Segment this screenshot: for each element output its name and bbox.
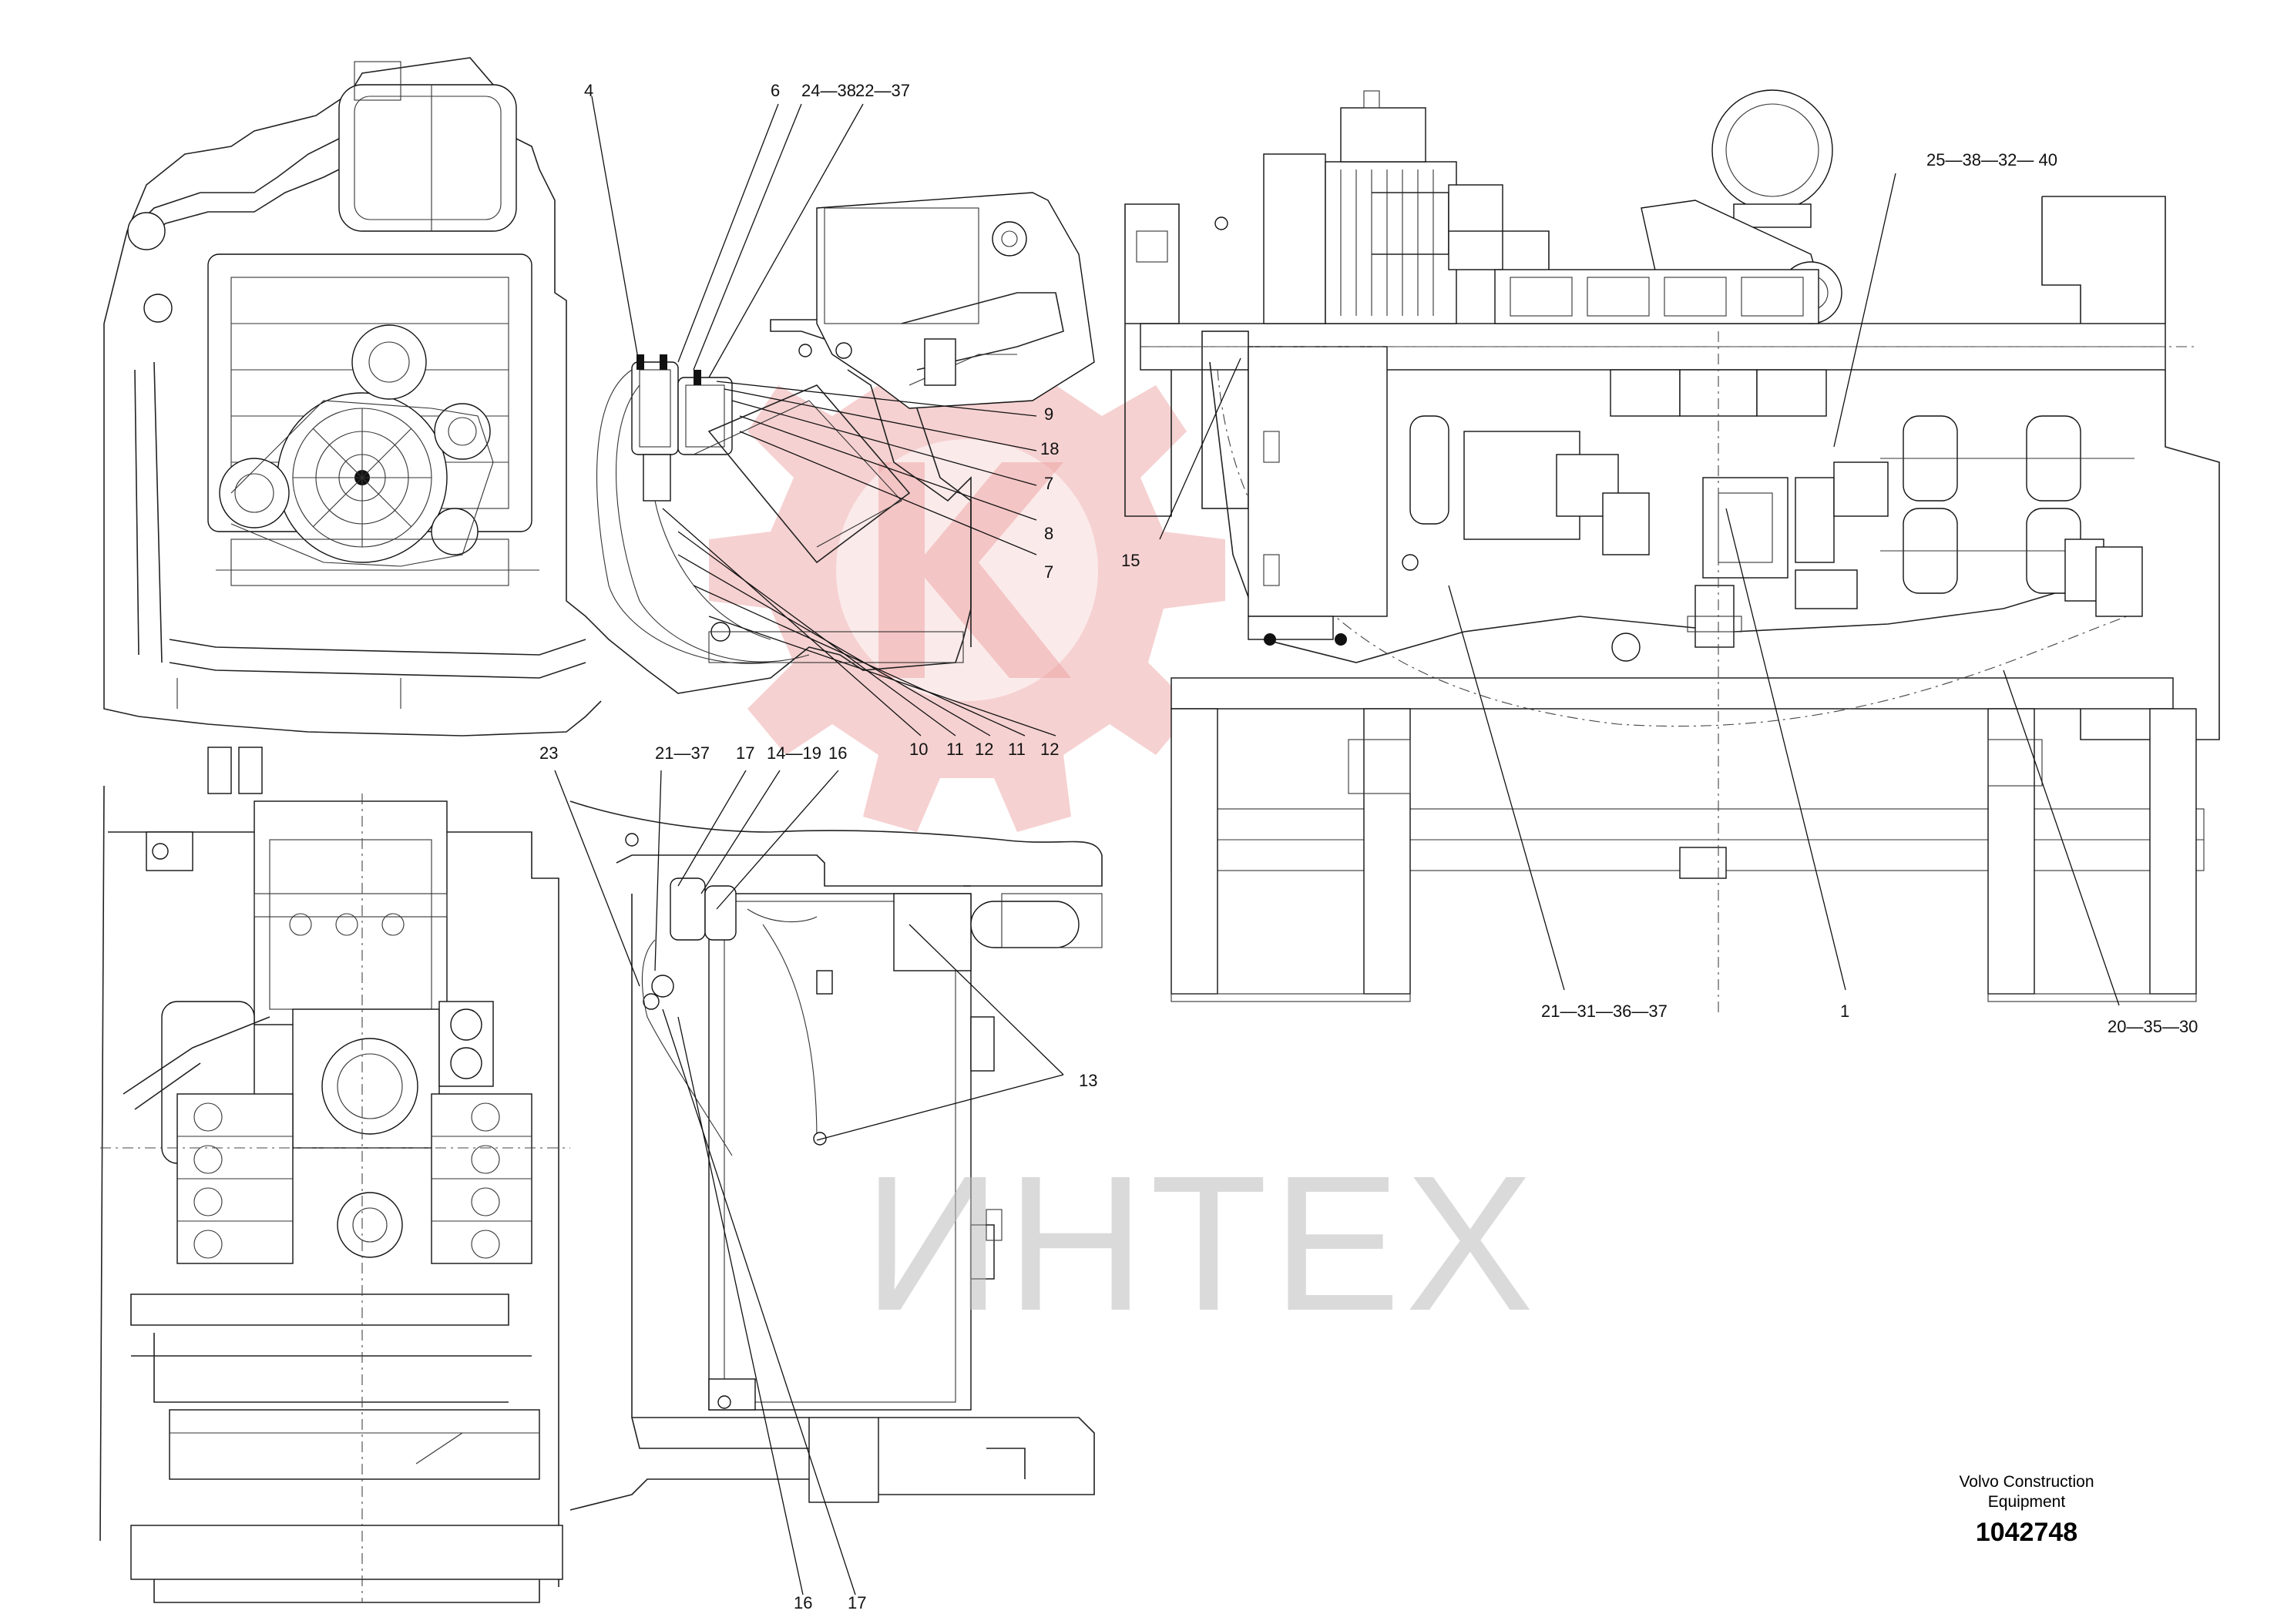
engine-top-view — [99, 747, 570, 1603]
callout-label: 17 — [848, 1593, 866, 1612]
callout-label: 10 — [909, 740, 928, 759]
title-block: Volvo Construction Equipment 1042748 — [1959, 1473, 2094, 1547]
callout-label: 11 — [1008, 740, 1026, 759]
callout-label: 4 — [584, 81, 593, 100]
callout-label: 1 — [1840, 1002, 1849, 1021]
frame-side-callouts: 25—38—32— 40 15 21—31—36—37 1 20—35—30 — [1121, 150, 2198, 1036]
callout-label: 9 — [1044, 404, 1053, 424]
callout-label: 8 — [1044, 524, 1053, 543]
callout-label: 15 — [1121, 551, 1140, 570]
drawing-number: 1042748 — [1976, 1518, 2077, 1547]
callout-label: 6 — [771, 81, 780, 100]
engine-side-callouts: 4 6 24—38 22—37 9 18 7 8 7 10 11 12 11 1… — [584, 81, 1059, 759]
callout-label: 24—38 — [801, 81, 856, 100]
callout-label: 16 — [794, 1593, 812, 1612]
callout-label: 16 — [828, 743, 847, 763]
filter-top-view — [569, 800, 1103, 1511]
watermark-text: ИНТЕХ — [863, 1136, 1538, 1351]
engine-side-view — [103, 57, 1095, 737]
filter-top-callouts: 23 21—37 17 14—19 16 13 16 17 — [539, 743, 1097, 1612]
callout-label: 11 — [946, 740, 964, 759]
callout-label: 21—37 — [655, 743, 710, 763]
callout-label: 7 — [1044, 562, 1053, 582]
callout-label: 20—35—30 — [2108, 1017, 2198, 1036]
callout-label: 13 — [1079, 1071, 1097, 1090]
callout-label: 23 — [539, 743, 558, 763]
callout-label: 25—38—32— 40 — [1926, 150, 2057, 169]
callout-label: 22—37 — [855, 81, 910, 100]
callout-label: 12 — [975, 740, 993, 759]
callout-label: 17 — [736, 743, 754, 763]
callout-label: 18 — [1040, 439, 1059, 458]
company-name-line2: Equipment — [1988, 1493, 2066, 1511]
callout-label: 12 — [1040, 740, 1059, 759]
company-name-line1: Volvo Construction — [1959, 1473, 2094, 1491]
callout-label: 14—19 — [767, 743, 821, 763]
watermark-logo-inner — [836, 439, 1098, 701]
cylinder-bank — [176, 1093, 532, 1264]
callout-label: 7 — [1044, 474, 1053, 493]
callout-label: 21—31—36—37 — [1541, 1002, 1668, 1021]
frame-side-view — [1124, 89, 2220, 1017]
